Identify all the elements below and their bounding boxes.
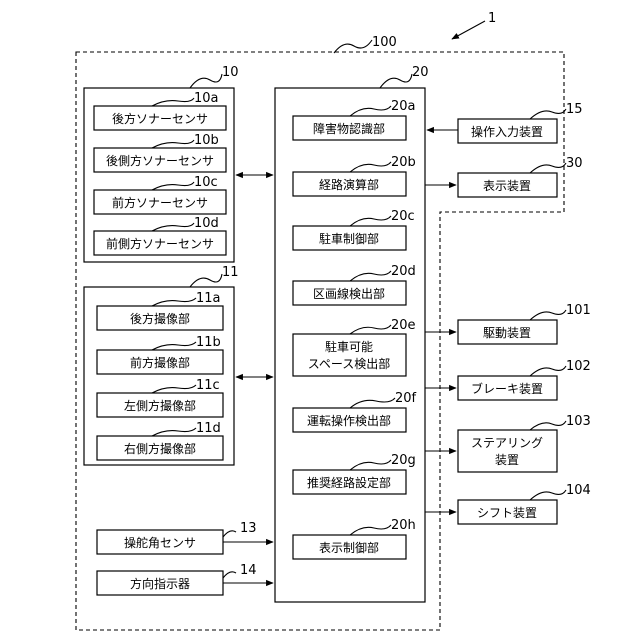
brake-device: ブレーキ装置 102 bbox=[458, 359, 591, 400]
svg-text:後側方ソナーセンサ: 後側方ソナーセンサ bbox=[106, 153, 214, 168]
steering-device: ステアリング 装置 103 bbox=[458, 414, 591, 472]
svg-text:シフト装置: シフト装置 bbox=[477, 506, 537, 520]
svg-text:20h: 20h bbox=[391, 518, 416, 533]
svg-text:30: 30 bbox=[566, 156, 583, 171]
camera-group-leader bbox=[190, 274, 222, 287]
svg-text:ステアリング: ステアリング bbox=[471, 436, 543, 450]
svg-text:後方撮像部: 後方撮像部 bbox=[130, 311, 190, 326]
drive-device: 駆動装置 101 bbox=[458, 303, 591, 344]
camera-group-ref: 11 bbox=[222, 265, 239, 280]
controller-leader bbox=[380, 74, 412, 88]
svg-text:20a: 20a bbox=[391, 99, 416, 114]
svg-text:前方ソナーセンサ: 前方ソナーセンサ bbox=[112, 195, 208, 210]
svg-text:20e: 20e bbox=[391, 318, 416, 333]
svg-text:14: 14 bbox=[240, 563, 257, 578]
svg-text:操作入力装置: 操作入力装置 bbox=[471, 124, 543, 139]
svg-text:駆動装置: 駆動装置 bbox=[483, 326, 531, 340]
svg-text:操舵角センサ: 操舵角センサ bbox=[124, 535, 196, 550]
controller-ref: 20 bbox=[412, 65, 429, 80]
svg-text:11d: 11d bbox=[196, 421, 221, 436]
svg-text:駐車制御部: 駐車制御部 bbox=[319, 231, 379, 246]
svg-text:11a: 11a bbox=[196, 291, 221, 306]
svg-text:方向指示器: 方向指示器 bbox=[130, 576, 190, 591]
svg-text:20c: 20c bbox=[391, 209, 415, 224]
sonar-group-leader bbox=[190, 74, 222, 88]
system-ref-arrow bbox=[452, 21, 485, 39]
svg-text:20f: 20f bbox=[395, 391, 417, 406]
system-ref: 1 bbox=[488, 11, 496, 26]
svg-text:20g: 20g bbox=[391, 453, 416, 468]
svg-text:10b: 10b bbox=[194, 133, 219, 148]
shift-device: シフト装置 104 bbox=[458, 483, 591, 524]
svg-text:区画線検出部: 区画線検出部 bbox=[313, 286, 385, 301]
device-ref: 100 bbox=[372, 35, 397, 50]
svg-text:装置: 装置 bbox=[495, 453, 519, 467]
svg-text:10c: 10c bbox=[194, 175, 218, 190]
svg-text:11b: 11b bbox=[196, 335, 221, 350]
svg-text:20d: 20d bbox=[391, 264, 416, 279]
svg-text:101: 101 bbox=[566, 303, 591, 318]
svg-text:推奨経路設定部: 推奨経路設定部 bbox=[307, 475, 391, 490]
svg-text:15: 15 bbox=[566, 102, 583, 117]
device-ref-leader bbox=[334, 40, 372, 53]
turn-indicator: 方向指示器 14 bbox=[97, 563, 257, 595]
svg-text:スペース検出部: スペース検出部 bbox=[308, 356, 391, 371]
svg-text:前方撮像部: 前方撮像部 bbox=[130, 355, 190, 370]
svg-text:ブレーキ装置: ブレーキ装置 bbox=[471, 381, 543, 396]
svg-text:10d: 10d bbox=[194, 216, 219, 231]
svg-text:右側方撮像部: 右側方撮像部 bbox=[124, 441, 196, 456]
svg-text:駐車可能: 駐車可能 bbox=[325, 339, 373, 354]
svg-text:経路演算部: 経路演算部 bbox=[319, 177, 379, 192]
svg-text:表示制御部: 表示制御部 bbox=[319, 540, 379, 555]
svg-text:10a: 10a bbox=[194, 91, 219, 106]
svg-text:後方ソナーセンサ: 後方ソナーセンサ bbox=[112, 111, 208, 126]
svg-text:左側方撮像部: 左側方撮像部 bbox=[124, 398, 196, 413]
svg-text:11c: 11c bbox=[196, 378, 220, 393]
svg-text:13: 13 bbox=[240, 521, 257, 536]
svg-text:表示装置: 表示装置 bbox=[483, 179, 531, 193]
svg-text:104: 104 bbox=[566, 483, 591, 498]
svg-text:運転操作検出部: 運転操作検出部 bbox=[307, 413, 391, 428]
operation-input-device: 操作入力装置 15 bbox=[458, 102, 583, 143]
svg-text:103: 103 bbox=[566, 414, 591, 429]
svg-text:障害物認識部: 障害物認識部 bbox=[313, 121, 385, 136]
steering-angle-sensor: 操舵角センサ 13 bbox=[97, 521, 257, 554]
svg-text:前側方ソナーセンサ: 前側方ソナーセンサ bbox=[106, 236, 214, 251]
svg-text:20b: 20b bbox=[391, 155, 416, 170]
svg-text:102: 102 bbox=[566, 359, 591, 374]
sonar-group-ref: 10 bbox=[222, 65, 239, 80]
